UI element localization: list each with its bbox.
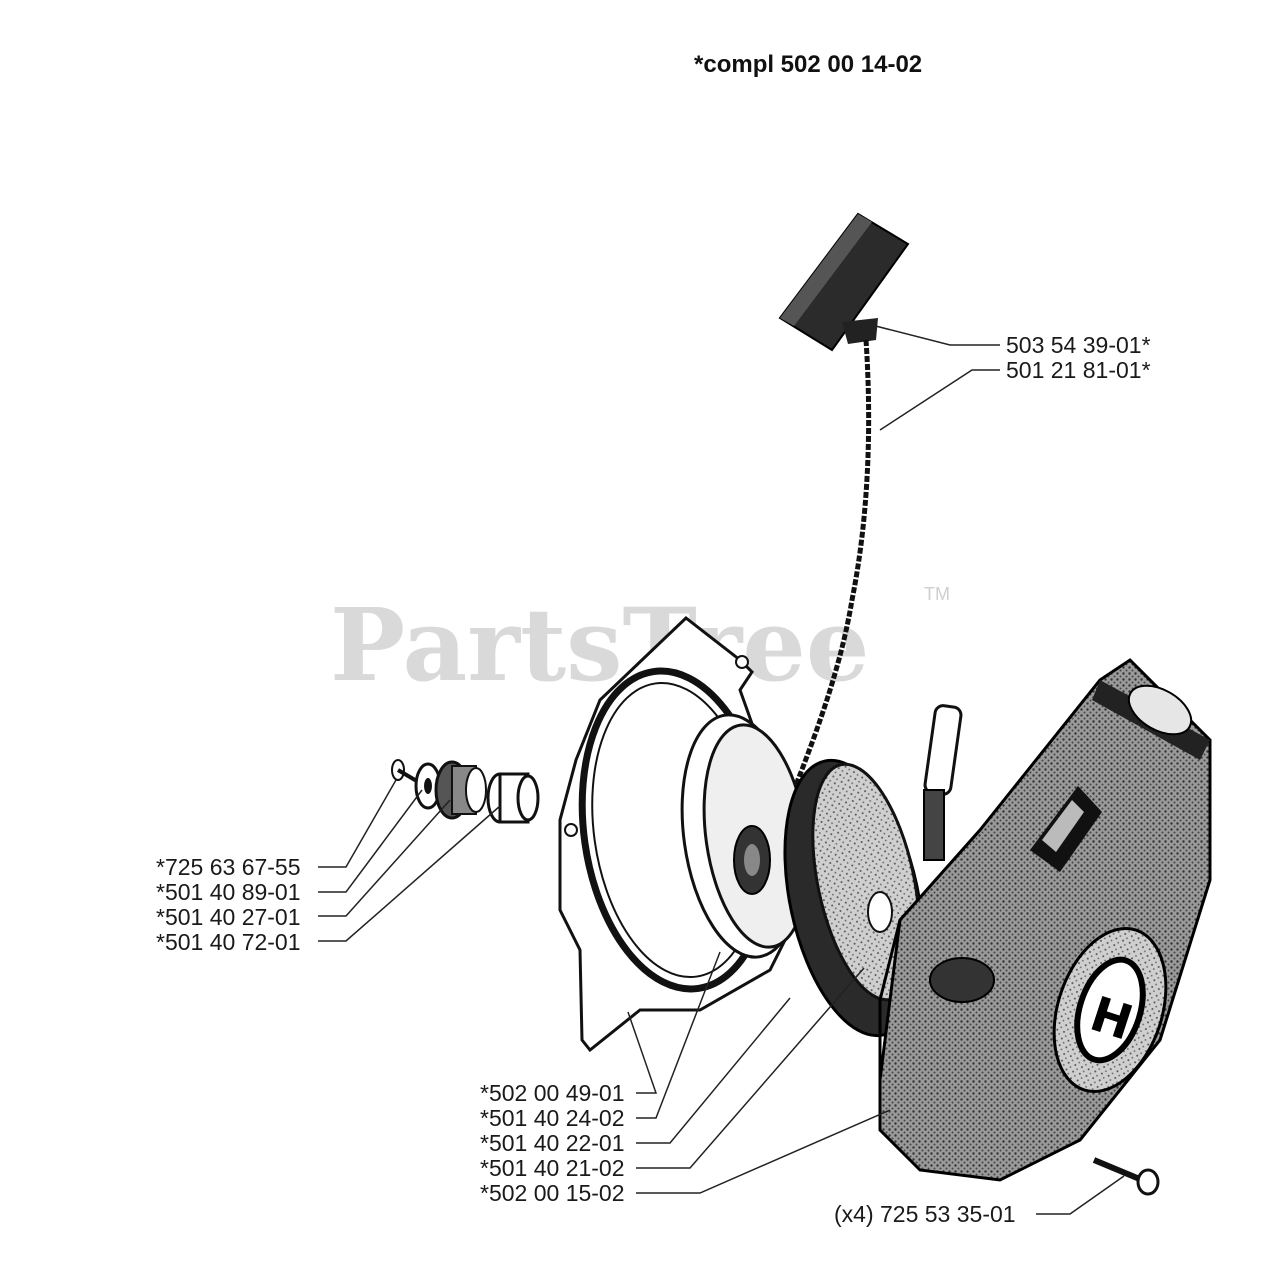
bushing	[434, 760, 487, 820]
label-handle: 503 54 39-01*	[1006, 332, 1151, 358]
label-ring: *502 00 49-01	[480, 1080, 625, 1106]
starter-handle	[778, 212, 910, 352]
label-small-screw: *725 63 67-55	[156, 854, 301, 880]
label-rope: 501 21 81-01*	[1006, 357, 1151, 383]
label-bushing: *501 40 27-01	[156, 904, 301, 930]
label-spring-cover: *501 40 21-02	[480, 1155, 625, 1181]
label-housing: *502 00 15-02	[480, 1180, 625, 1206]
rope-guide	[923, 704, 963, 861]
washer	[414, 762, 442, 810]
label-washer: *501 40 89-01	[156, 879, 301, 905]
leader-lines	[318, 321, 1125, 1215]
starter-housing: H	[878, 658, 1212, 1182]
label-spring: *501 40 22-01	[480, 1130, 625, 1156]
label-housing-screw: (x4) 725 53 35-01	[834, 1201, 1016, 1227]
watermark-trademark: TM	[924, 584, 950, 604]
assembly-title: *compl 502 00 14-02	[694, 51, 922, 78]
spring-cover	[811, 762, 921, 1002]
starter-rope	[787, 339, 872, 801]
nut	[486, 772, 540, 824]
watermark-logo: PartsTree	[330, 586, 870, 704]
label-pulley: *501 40 24-02	[480, 1105, 625, 1131]
housing-screw	[1092, 1157, 1160, 1196]
label-nut: *501 40 72-01	[156, 929, 301, 955]
